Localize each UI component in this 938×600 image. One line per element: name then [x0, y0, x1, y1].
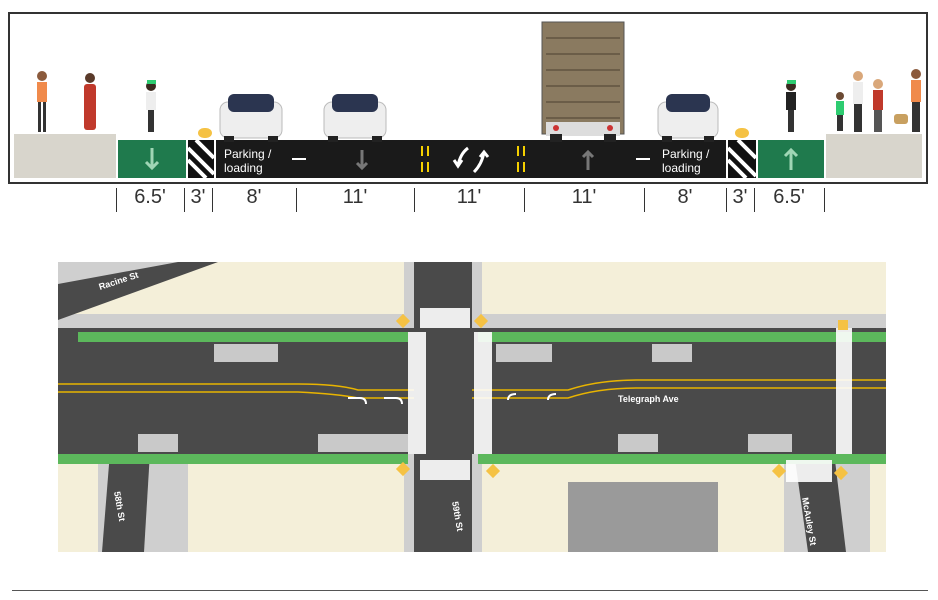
left-parking-label-2: loading — [224, 161, 263, 175]
crosswalk — [408, 332, 426, 454]
dimension-tick — [824, 188, 825, 212]
corner-marker — [838, 320, 848, 330]
car-icon — [657, 94, 719, 142]
left-sidewalk — [14, 134, 116, 178]
pedestrian-icon — [84, 73, 96, 130]
building-footprint — [568, 482, 718, 552]
dimension-label: 6.5' — [773, 186, 805, 208]
bike-lane-south — [58, 454, 408, 464]
up-arrow-icon — [581, 149, 595, 170]
dimension-tick — [212, 188, 213, 212]
racine-st — [58, 262, 218, 320]
dimension-label: 11' — [456, 186, 482, 208]
bollard-icon — [735, 128, 749, 138]
corner-marker — [395, 461, 411, 477]
truck-icon — [541, 21, 625, 142]
hatched-island — [618, 434, 658, 452]
turn-arrow-icon — [384, 397, 403, 405]
divider — [12, 590, 928, 591]
centerline — [58, 379, 886, 391]
cross-section-svg: Parking / loading Parking / loading — [14, 21, 922, 180]
dimension-label: 8' — [677, 186, 693, 208]
crosswalk — [474, 332, 492, 454]
turn-arrow-icon — [547, 393, 557, 401]
dimension-tick — [296, 188, 297, 212]
hatched-island — [214, 344, 278, 362]
hatched-island — [748, 434, 792, 452]
crosswalk — [836, 328, 852, 454]
dimension-tick — [754, 188, 755, 212]
dimension-tick — [414, 188, 415, 212]
car-icon — [323, 94, 387, 142]
right-parking-label-1: Parking / — [662, 147, 710, 161]
turn-right-arrow-icon — [472, 149, 490, 174]
buffer-hatch — [726, 138, 758, 180]
up-arrow-icon — [783, 147, 799, 170]
pedestrian-icon — [37, 71, 47, 132]
right-parking-label-2: loading — [662, 161, 701, 175]
cyclist-icon — [786, 80, 796, 132]
dimension-tick — [184, 188, 185, 212]
buffer-hatch — [186, 138, 216, 180]
crosswalk — [420, 460, 470, 480]
bike-lane-north — [78, 332, 408, 342]
corner-marker — [395, 313, 411, 329]
hatched-island — [496, 344, 552, 362]
turn-arrow-icon — [348, 397, 367, 405]
hatched-island — [318, 434, 408, 452]
dimension-label: 3' — [732, 186, 748, 208]
crosswalk — [786, 460, 832, 482]
turn-arrow-icon — [507, 393, 517, 401]
dimension-label: 11' — [342, 186, 368, 208]
dimension-tick — [644, 188, 645, 212]
hatched-island — [652, 344, 692, 362]
corner-marker — [473, 313, 489, 329]
corner-marker — [771, 463, 787, 479]
dimension-tick — [524, 188, 525, 212]
right-sidewalk — [826, 134, 922, 178]
bike-lane-north — [478, 332, 886, 342]
down-arrow-icon — [144, 148, 160, 171]
dimension-tick — [726, 188, 727, 212]
dimension-label: 11' — [571, 186, 597, 208]
dimension-label: 3' — [190, 186, 206, 208]
pedestrian-group-icon — [836, 69, 921, 132]
center-line — [517, 146, 525, 172]
58th-st — [102, 452, 150, 552]
dimension-label: 6.5' — [134, 186, 166, 208]
hatched-island — [138, 434, 178, 452]
corner-marker — [833, 465, 849, 481]
telegraph-ave-label: Telegraph Ave — [618, 394, 679, 404]
down-arrow-icon — [355, 150, 369, 171]
dimension-tick — [116, 188, 117, 212]
turn-left-arrow-icon — [452, 146, 469, 169]
left-parking-label-1: Parking / — [224, 147, 272, 161]
dimension-label: 8' — [246, 186, 262, 208]
street-cross-section: Parking / loading Parking / loading — [8, 12, 928, 184]
bollard-icon — [198, 128, 212, 138]
crosswalk — [420, 308, 470, 328]
plan-view-map: Racine St Telegraph Ave 58th St 59th St … — [58, 262, 886, 552]
center-line — [421, 146, 429, 172]
cyclist-icon — [146, 80, 156, 132]
bike-lane-south — [478, 454, 886, 464]
corner-marker — [485, 463, 501, 479]
car-icon — [219, 94, 283, 142]
